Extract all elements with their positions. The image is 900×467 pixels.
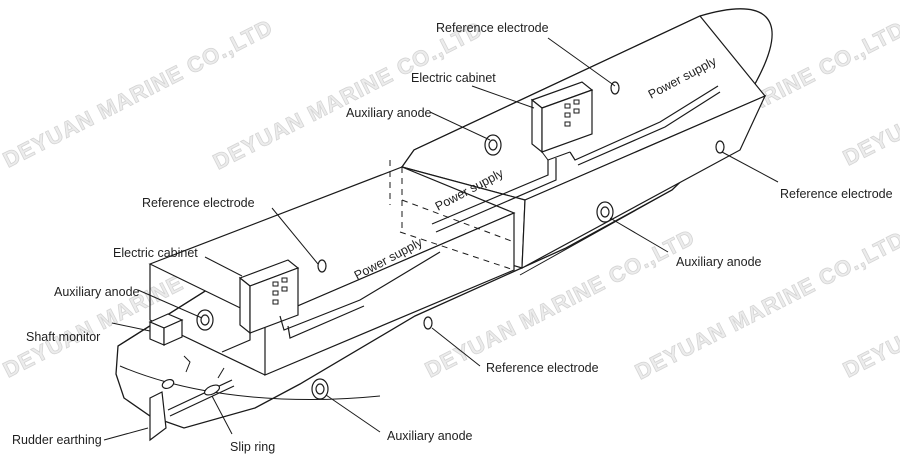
auxiliary-anode-aft-marker — [196, 309, 214, 331]
shaft-monitor — [148, 313, 184, 346]
label-auxiliary-anode: Auxiliary anode — [346, 106, 432, 120]
label-auxiliary-anode: Auxiliary anode — [387, 429, 473, 443]
reference-electrode-fwd-right-marker — [715, 140, 725, 154]
power-cable-aft — [279, 251, 441, 331]
stern-gear — [149, 355, 235, 442]
label-slip-ring: Slip ring — [230, 440, 275, 454]
label-reference-electrode: Reference electrode — [436, 21, 549, 35]
hull-side-line — [119, 365, 381, 400]
aft-box-side — [264, 212, 515, 376]
shaft — [167, 379, 233, 411]
hidden-line-3 — [399, 231, 515, 271]
reference-electrode-aft-marker — [317, 259, 327, 273]
hull-bottom-line — [519, 189, 673, 276]
label-electric-cabinet: Electric cabinet — [113, 246, 198, 260]
label-auxiliary-anode: Auxiliary anode — [54, 285, 140, 299]
aft-box-edge — [149, 264, 266, 376]
label-reference-electrode: Reference electrode — [142, 196, 255, 210]
auxiliary-anode-fwd-side-marker — [596, 201, 614, 223]
hidden-line-2 — [401, 199, 515, 243]
anodes-electrodes — [196, 81, 725, 400]
label-reference-electrode: Reference electrode — [486, 361, 599, 375]
electric-cabinet-fwd — [431, 81, 721, 233]
leader-lines — [103, 37, 779, 441]
power-cable-fwd — [569, 85, 719, 161]
reference-electrode-mid-marker — [423, 316, 433, 330]
rudder — [149, 391, 167, 442]
electric-cabinet-aft — [221, 251, 441, 353]
auxiliary-anode-bottom-marker — [311, 378, 329, 400]
label-reference-electrode: Reference electrode — [780, 187, 893, 201]
auxiliary-anode-fwd-top-marker — [484, 134, 502, 156]
label-rudder-earthing: Rudder earthing — [12, 433, 102, 447]
label-electric-cabinet: Electric cabinet — [411, 71, 496, 85]
label-shaft-monitor: Shaft monitor — [26, 330, 100, 344]
label-auxiliary-anode: Auxiliary anode — [676, 255, 762, 269]
fwd-block-side — [521, 94, 767, 270]
